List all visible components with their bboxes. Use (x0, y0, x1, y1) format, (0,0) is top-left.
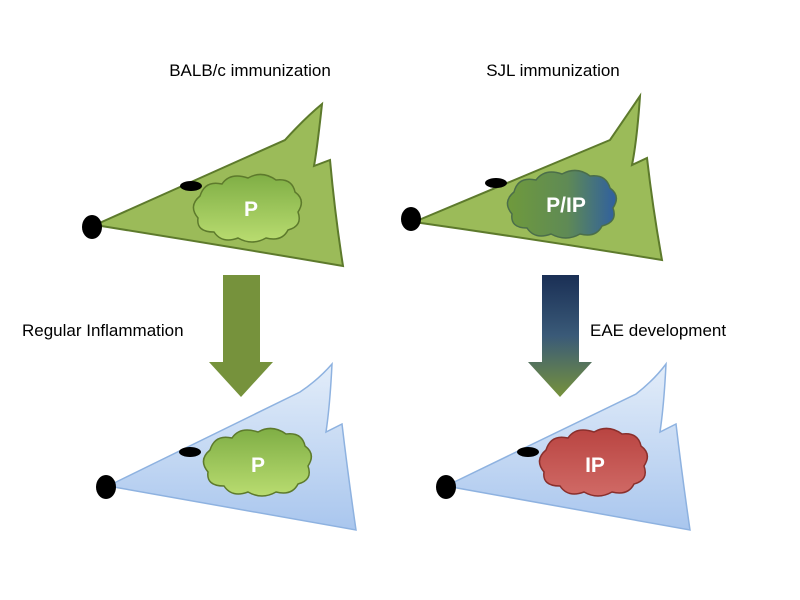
mouse-nose (82, 215, 102, 239)
mouse-nose (436, 475, 456, 499)
mouse-eye (485, 178, 507, 188)
right-title: SJL immunization (486, 61, 620, 80)
cloud-label: IP (585, 454, 605, 477)
mouse-bottom-right: IP (436, 361, 691, 531)
mouse-bottom-left: P (96, 361, 357, 531)
mouse-top-left: P (82, 101, 345, 268)
cloud-label: P/IP (546, 194, 586, 217)
mouse-top-right: P/IP (401, 92, 664, 262)
mouse-eye (180, 181, 202, 191)
mouse-eye (179, 447, 201, 457)
cloud-label: P (244, 198, 258, 221)
left-arrow-label: Regular Inflammation (22, 321, 184, 340)
left-title: BALB/c immunization (169, 61, 331, 80)
mouse-eye (517, 447, 539, 457)
cloud-top-right: P/IP (506, 169, 618, 239)
mouse-nose (96, 475, 116, 499)
cloud-bottom-right: IP (538, 427, 649, 497)
arrow-right (528, 275, 592, 397)
arrow-left (209, 275, 273, 397)
cloud-label: P (251, 454, 265, 477)
right-arrow-label: EAE development (590, 321, 726, 340)
mouse-nose (401, 207, 421, 231)
cloud-bottom-left: P (202, 427, 313, 497)
cloud-top-left: P (192, 173, 303, 243)
